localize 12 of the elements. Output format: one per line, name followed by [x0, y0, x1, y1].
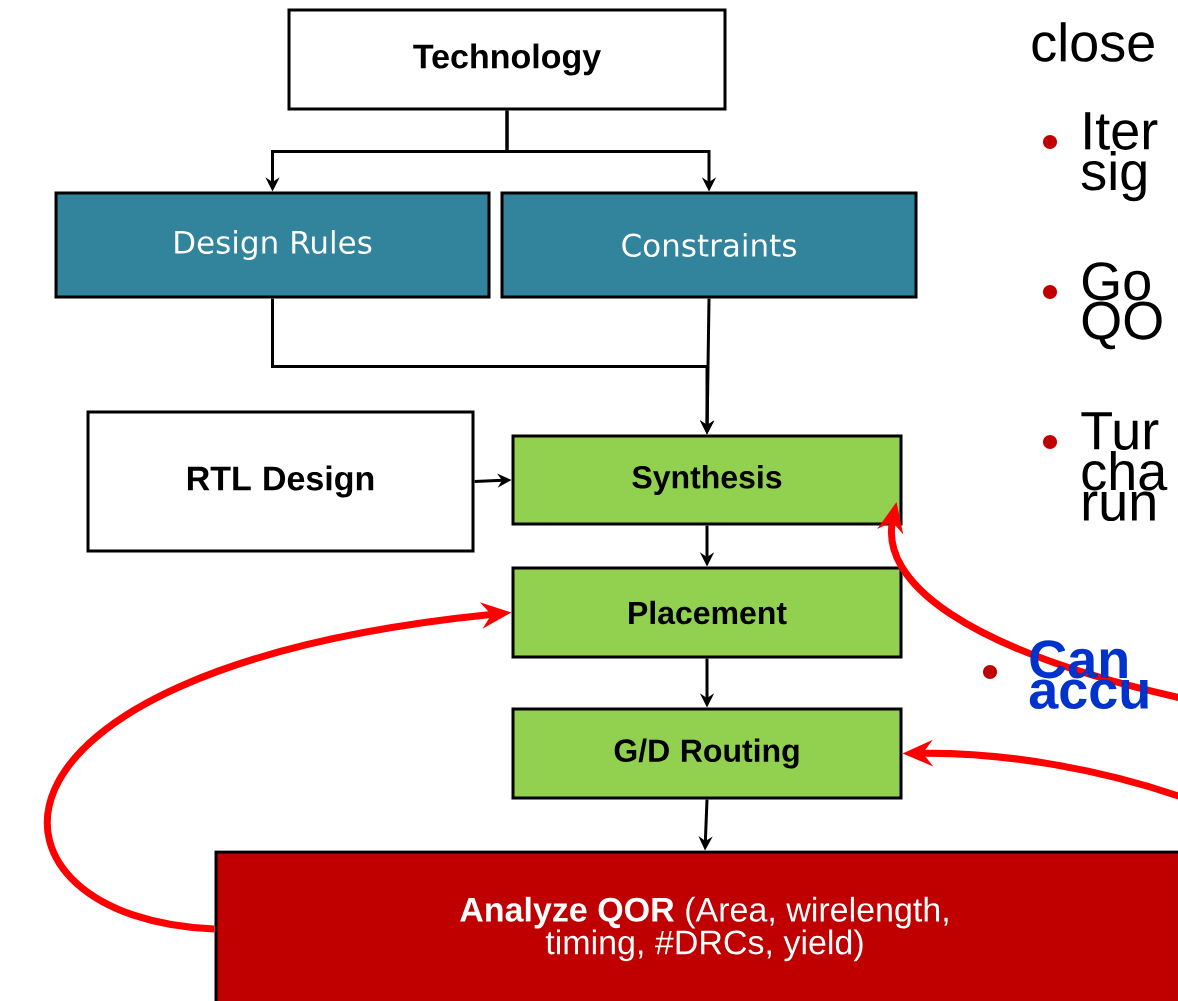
heading-text: close [1032, 22, 1154, 62]
bullet-text: Go QO [1082, 262, 1162, 350]
step-box: G/D Routing [511, 707, 903, 800]
step-box: Placement [511, 566, 903, 659]
input-box: Design Rules [54, 191, 491, 299]
result-box: Analyze QOR (Area, wirelength, timing, #DRCs, yield) [214, 850, 1178, 1001]
input-box: Constraints [500, 191, 918, 299]
process-box: RTL Design [86, 410, 475, 553]
bullet-text: Tur cha run [1081, 412, 1168, 522]
process-box: Technology [287, 8, 727, 111]
bullet-text: Iter sig [1081, 112, 1158, 202]
step-box: Synthesis [511, 434, 903, 526]
